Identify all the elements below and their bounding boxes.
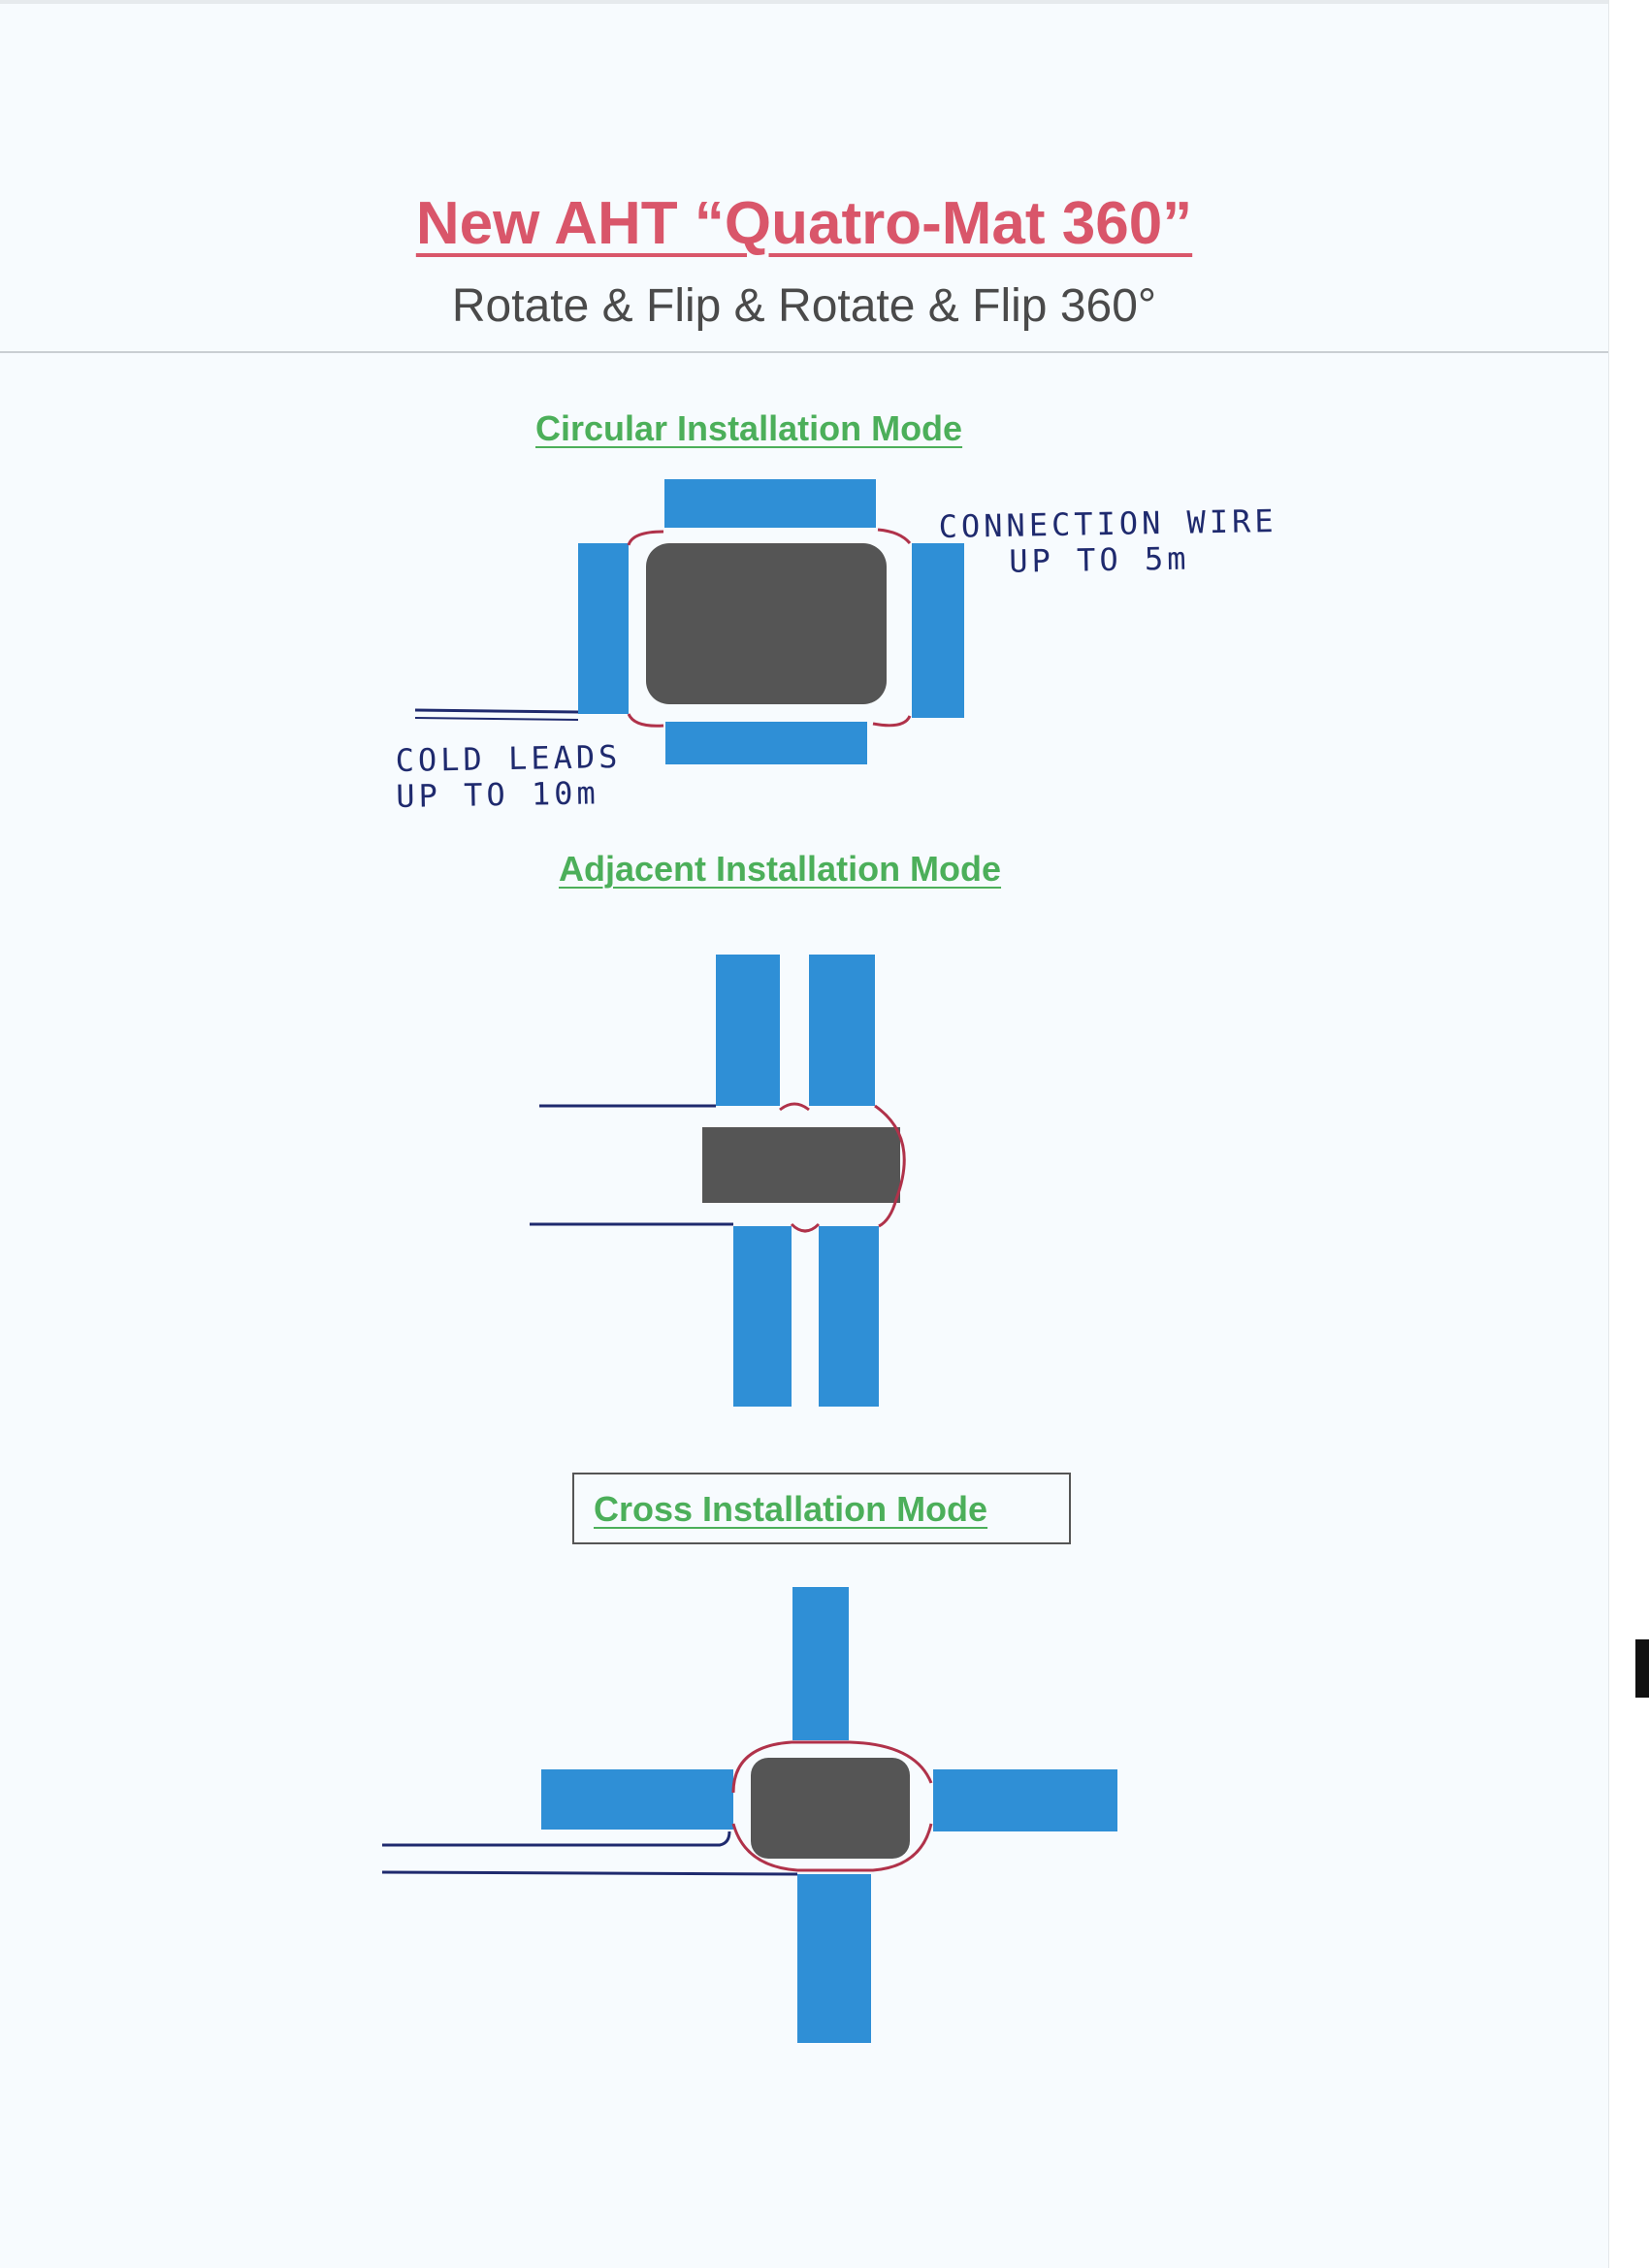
mat-lower-left [733, 1226, 792, 1407]
scan-edge-top [0, 0, 1649, 4]
mat-upper-right [809, 955, 875, 1106]
cross-mode-heading-box [572, 1473, 1071, 1544]
mat-left [541, 1769, 733, 1830]
cold-lead-1 [414, 708, 579, 714]
mat-bottom [797, 1874, 871, 2043]
connection-wire [731, 1740, 933, 1872]
mat-lower-right [819, 1226, 879, 1407]
page-title: New AHT “Quatro-Mat 360” [0, 194, 1608, 254]
cold-lead-2 [381, 1870, 798, 1876]
adjacent-mode-diagram [530, 955, 906, 1407]
mat-left [578, 543, 629, 714]
adjacent-mode-heading: Adjacent Installation Mode [559, 849, 1002, 889]
mat-top [664, 479, 876, 528]
scan-mark [1635, 1639, 1649, 1698]
page-title-text: New AHT “Quatro-Mat 360” [415, 190, 1193, 257]
connection-wire [779, 1102, 906, 1233]
mat-upper-left [716, 955, 780, 1106]
center-heater [751, 1758, 910, 1859]
mat-right [933, 1769, 1117, 1831]
page-subtitle: Rotate & Flip & Rotate & Flip 360° [451, 280, 1157, 332]
cold-lead-1 [382, 1831, 731, 1847]
circular-mode-diagram [414, 479, 964, 764]
mat-bottom [665, 722, 867, 764]
center-heater [702, 1127, 900, 1203]
center-heater [646, 543, 887, 704]
cross-mode-diagram [381, 1587, 1117, 2043]
circular-mode-heading: Circular Installation Mode [535, 408, 963, 448]
cross-mode-heading: Cross Installation Mode [594, 1489, 988, 1529]
mat-right [912, 543, 964, 718]
scan-edge-right [1608, 0, 1649, 2268]
cold-lead-2 [414, 717, 579, 721]
connection-wire [627, 528, 912, 728]
mat-top [792, 1587, 849, 1740]
fold-line [0, 351, 1608, 353]
